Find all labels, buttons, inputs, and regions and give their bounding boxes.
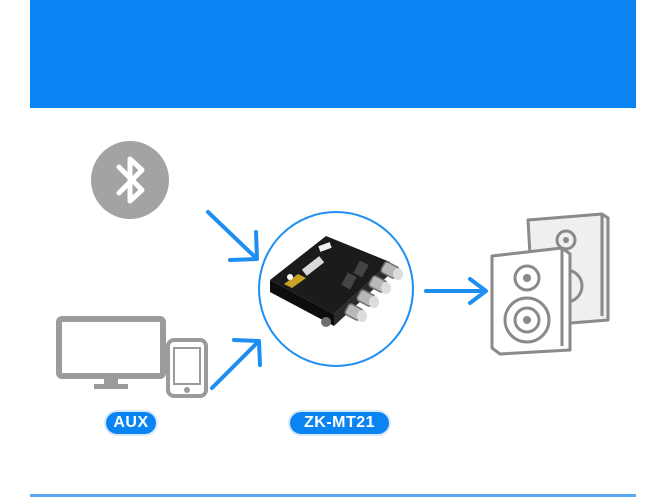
monitor-icon [56,316,166,389]
amplifier-board-icon [270,236,403,327]
footer-divider [30,494,636,497]
speaker-icon [490,212,610,356]
arrow-in-bottom-icon [210,338,262,390]
arrow-out-icon [424,277,488,305]
header-banner [30,0,636,108]
bluetooth-icon [91,141,169,219]
arrow-in-top-icon [206,210,259,262]
model-label: ZK-MT21 [290,412,389,434]
smartphone-icon [166,338,208,398]
aux-label: AUX [106,412,156,434]
